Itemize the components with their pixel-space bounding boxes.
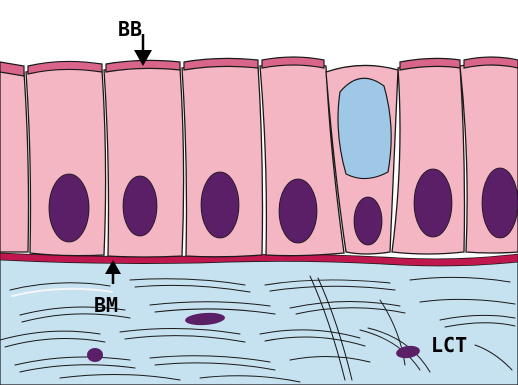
nucleus xyxy=(354,197,382,245)
label-bm: BM xyxy=(94,293,118,317)
cell xyxy=(0,70,29,252)
goblet-mucus xyxy=(338,78,391,178)
nucleus xyxy=(482,168,518,238)
nucleus xyxy=(49,174,89,242)
fibroblast-nucleus xyxy=(87,348,103,362)
nucleus xyxy=(201,172,239,238)
nucleus xyxy=(279,179,317,243)
label-bb: BB xyxy=(118,17,142,41)
nucleus xyxy=(123,176,157,236)
nucleus xyxy=(414,169,452,237)
connective-tissue xyxy=(0,258,518,385)
label-lct: LCT xyxy=(431,333,467,357)
